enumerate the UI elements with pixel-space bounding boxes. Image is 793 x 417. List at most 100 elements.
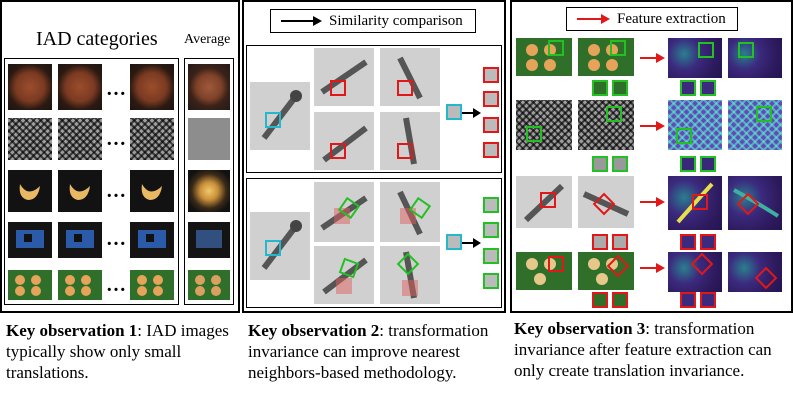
patch-box <box>548 40 564 56</box>
candidate-patch <box>483 142 499 158</box>
screw-image <box>516 176 572 228</box>
ellipsis: … <box>106 274 128 296</box>
observation-3: Key observation 3: transformation invari… <box>514 318 790 381</box>
observation-1-text: : IAD images typically show only small t… <box>6 321 229 382</box>
feature-legend-label: Feature extraction <box>617 10 726 27</box>
comparison-box-no-transform <box>246 45 502 173</box>
grid-image <box>130 118 174 160</box>
candidate-patch <box>483 248 499 264</box>
cashew-image <box>130 170 174 212</box>
grid-average-image <box>188 118 230 160</box>
candidate-patch <box>483 197 499 213</box>
crop-patch <box>680 292 696 308</box>
feature-map <box>728 38 782 78</box>
pcb-image <box>130 222 174 258</box>
patch-box <box>698 42 714 58</box>
screw-image <box>380 112 440 170</box>
screw-image <box>314 112 374 170</box>
pill-image <box>8 270 52 300</box>
screw-image <box>314 246 374 304</box>
compare-arrow-icon <box>462 108 481 118</box>
ellipsis: … <box>106 180 128 202</box>
patch-box <box>526 126 542 142</box>
screw-image <box>314 48 374 106</box>
grid-image <box>8 118 52 160</box>
patch-box <box>756 106 772 122</box>
categories-frame <box>4 58 179 305</box>
ellipsis: … <box>106 78 128 100</box>
pill-image <box>578 252 634 290</box>
grid-image <box>516 100 572 150</box>
ellipsis: … <box>106 228 128 250</box>
crop-patch <box>612 80 628 96</box>
patch-box <box>540 192 556 208</box>
observation-1: Key observation 1: IAD images typically … <box>6 320 238 383</box>
pill-image <box>130 270 174 300</box>
similarity-legend: Similarity comparison <box>270 9 476 33</box>
crop-patch <box>592 156 608 172</box>
crop-patch <box>612 156 628 172</box>
match-box <box>397 143 413 159</box>
query-patch <box>446 104 462 120</box>
red-arrow-icon <box>577 14 610 24</box>
candidate-patch <box>483 273 499 289</box>
cashew-image <box>58 170 102 212</box>
feature-map <box>728 100 782 150</box>
screw-image <box>380 48 440 106</box>
observation-2-text: : transformation invariance can improve … <box>248 321 489 382</box>
screw-image <box>380 182 440 242</box>
compare-arrow-icon <box>462 238 481 248</box>
query-patch <box>446 234 462 250</box>
pcb-average-image <box>188 222 230 258</box>
candidate-patch <box>483 91 499 107</box>
pill-image <box>58 270 102 300</box>
crop-patch <box>700 292 716 308</box>
feature-map <box>668 252 722 292</box>
ellipsis: … <box>106 128 128 150</box>
crop-patch <box>700 234 716 250</box>
screw-image <box>578 176 634 228</box>
crop-patch <box>612 234 628 250</box>
patch-box <box>610 40 626 56</box>
observation-2-heading: Key observation 2 <box>248 321 380 340</box>
patch-box <box>606 106 622 122</box>
screw-image <box>314 182 374 242</box>
feature-legend: Feature extraction <box>566 7 738 31</box>
crop-patch <box>680 234 696 250</box>
pcb-image <box>58 222 102 258</box>
candidate-patch <box>483 222 499 238</box>
candidate-patch <box>483 117 499 133</box>
black-arrow-icon <box>281 16 322 26</box>
cashew-average-image <box>188 170 230 212</box>
cashew-image <box>8 170 52 212</box>
match-box <box>330 143 346 159</box>
hazelnut-image <box>58 64 102 110</box>
average-frame <box>184 58 234 305</box>
feature-map <box>728 176 782 230</box>
query-patch-box <box>265 112 281 128</box>
red-arrow-icon <box>640 53 665 63</box>
crop-patch <box>700 80 716 96</box>
screw-image <box>380 246 440 304</box>
red-arrow-icon <box>640 197 665 207</box>
red-arrow-icon <box>640 121 665 131</box>
patch-box <box>548 256 564 272</box>
feature-map <box>728 252 782 292</box>
hazelnut-image <box>130 64 174 110</box>
crop-patch <box>592 234 608 250</box>
observation-3-heading: Key observation 3 <box>514 319 646 338</box>
hazelnut-image <box>8 64 52 110</box>
crop-patch <box>612 292 628 308</box>
candidate-patch <box>483 67 499 83</box>
similarity-legend-label: Similarity comparison <box>329 12 463 29</box>
patch-box <box>738 42 754 58</box>
crop-patch <box>680 156 696 172</box>
observation-2: Key observation 2: transformation invari… <box>248 320 498 383</box>
comparison-box-transform <box>246 178 502 308</box>
match-box <box>397 80 413 96</box>
patch-box <box>676 128 692 144</box>
pill-average-image <box>188 270 230 300</box>
red-arrow-icon <box>640 263 665 273</box>
grid-image <box>58 118 102 160</box>
hazelnut-average-image <box>188 64 230 110</box>
